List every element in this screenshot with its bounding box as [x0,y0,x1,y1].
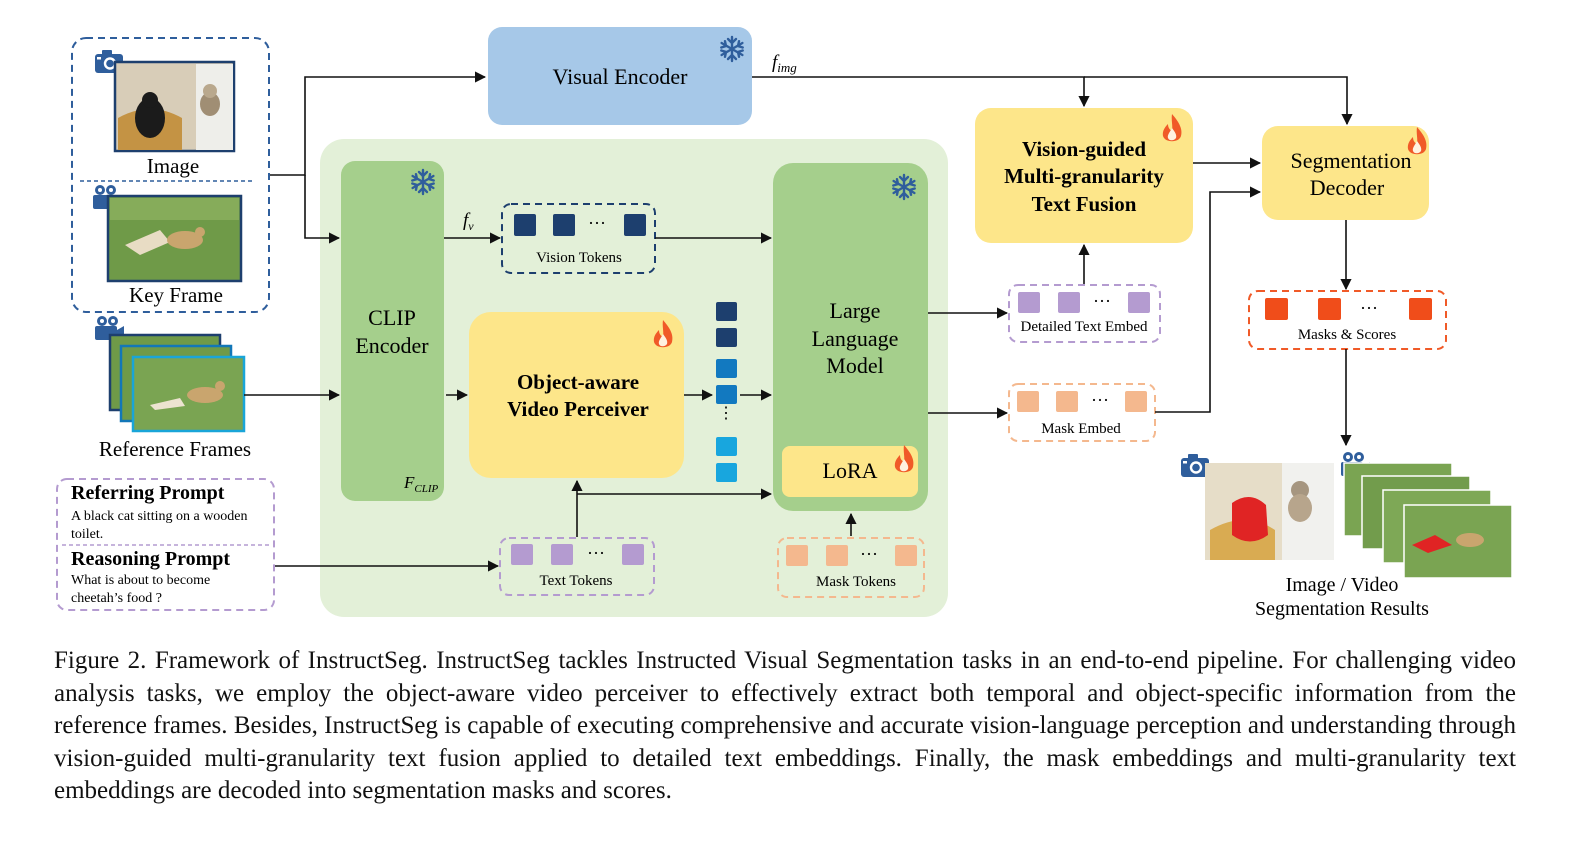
perceiver-token [716,359,737,378]
detailed-text-embed-ellipsis: ··· [1093,291,1111,311]
result-image [1205,463,1334,560]
referring-prompt-text-line2: toilet. [71,527,103,542]
clip-encoder-line2: Encoder [355,333,429,358]
vision-tokens-ellipsis: ··· [588,213,606,233]
f-v-label: fv [463,210,474,233]
reasoning-prompt-title: Reasoning Prompt [71,548,230,570]
decoder-line2: Decoder [1310,175,1385,200]
visual-encoder: Visual Encoder [488,27,752,125]
reasoning-prompt-text-line2: cheetah’s food ? [71,591,162,606]
referring-prompt-title: Referring Prompt [71,482,225,504]
mask-embed: ··· Mask Embed [1008,383,1156,442]
perceiver-output-tokens: ⋮ [716,302,737,482]
lora-block: LoRA [782,445,918,497]
lora-label: LoRA [823,458,878,483]
text-embed-token [1128,292,1150,313]
llm-line1: Large [830,298,881,323]
mask-embed-token [1056,391,1078,412]
results-line2: Segmentation Results [1255,598,1429,620]
text-tokens: ··· Text Tokens [499,537,655,596]
perceiver-token [716,463,737,482]
text-token [622,544,644,565]
text-embed-token [1018,292,1040,313]
mask-tokens-ellipsis: ··· [860,544,878,564]
camera-icon [1181,454,1209,477]
segmentation-results: Image / Video Segmentation Results [1181,452,1513,620]
perceiver-line2: Video Perceiver [507,397,649,421]
mask-score-token [1265,298,1288,320]
f-img-label: fimg [772,52,797,75]
svg-text:⋮: ⋮ [718,405,734,422]
clip-encoder: CLIP Encoder FCLIP [341,161,444,501]
text-embed-token [1058,292,1080,313]
mask-embed-ellipsis: ··· [1091,390,1109,410]
reference-frame [131,355,246,433]
mask-tokens: ··· Mask Tokens [777,537,925,598]
referring-prompt-text-line1: A black cat sitting on a wooden [71,509,248,524]
input-image [113,60,236,153]
fusion-line1: Vision-guided [1022,137,1146,161]
mask-tokens-label: Mask Tokens [816,574,896,590]
segmentation-decoder: Segmentation Decoder [1262,126,1429,220]
vision-tokens-label: Vision Tokens [536,250,622,266]
mask-token [826,545,848,566]
masks-scores-label: Masks & Scores [1298,327,1396,343]
perceiver-line1: Object-aware [517,370,639,394]
text-token [511,544,533,565]
perceiver-token [716,385,737,404]
object-aware-video-perceiver: Object-aware Video Perceiver [469,312,684,478]
text-token [551,544,573,565]
prompts-box: Referring Prompt A black cat sitting on … [56,478,275,611]
fusion-line2: Multi-granularity [1004,164,1164,188]
masks-scores: ··· Masks & Scores [1248,290,1447,350]
detailed-text-embed-label: Detailed Text Embed [1021,319,1148,335]
text-tokens-ellipsis: ··· [587,543,605,563]
visual-encoder-label: Visual Encoder [553,64,689,89]
vision-token [553,214,575,236]
perceiver-token [716,437,737,456]
vision-tokens: ··· Vision Tokens [501,203,656,274]
mask-embed-label: Mask Embed [1041,421,1121,437]
input-keyframe [106,194,243,283]
flow-arrows [244,71,1353,572]
vision-token [624,214,646,236]
reference-frames-group: Reference Frames [95,316,251,461]
input-images-group: Image Key Frame [71,37,270,313]
result-video-frames [1343,462,1513,579]
mask-token [895,545,917,566]
mask-score-token [1318,298,1341,320]
reference-frames-label: Reference Frames [99,437,251,461]
large-language-model: Large Language Model LoRA [773,163,928,511]
fusion-line3: Text Fusion [1032,192,1137,216]
mask-embed-token [1017,391,1039,412]
clip-encoder-line1: CLIP [368,305,416,330]
perceiver-token [716,302,737,321]
image-label: Image [147,154,199,178]
framework-diagram: Image Key Frame Reference Frames Referri… [56,27,1513,620]
llm-line2: Language [812,326,899,351]
results-line1: Image / Video [1286,574,1399,596]
f-clip-label: FCLIP [403,473,439,495]
vision-token [514,214,536,236]
figure-caption: Figure 2. Framework of InstructSeg. Inst… [54,647,1516,804]
masks-scores-ellipsis: ··· [1360,298,1378,318]
text-tokens-label: Text Tokens [539,573,612,589]
mask-token [786,545,808,566]
reasoning-prompt-text-line1: What is about to become [71,573,210,588]
decoder-line1: Segmentation [1291,148,1412,173]
perceiver-token [716,328,737,347]
text-fusion-block: Vision-guided Multi-granularity Text Fus… [975,108,1193,243]
mask-embed-token [1125,391,1147,412]
llm-line3: Model [826,353,883,378]
mask-score-token [1409,298,1432,320]
detailed-text-embed: ··· Detailed Text Embed [1008,284,1161,343]
keyframe-label: Key Frame [129,283,223,307]
